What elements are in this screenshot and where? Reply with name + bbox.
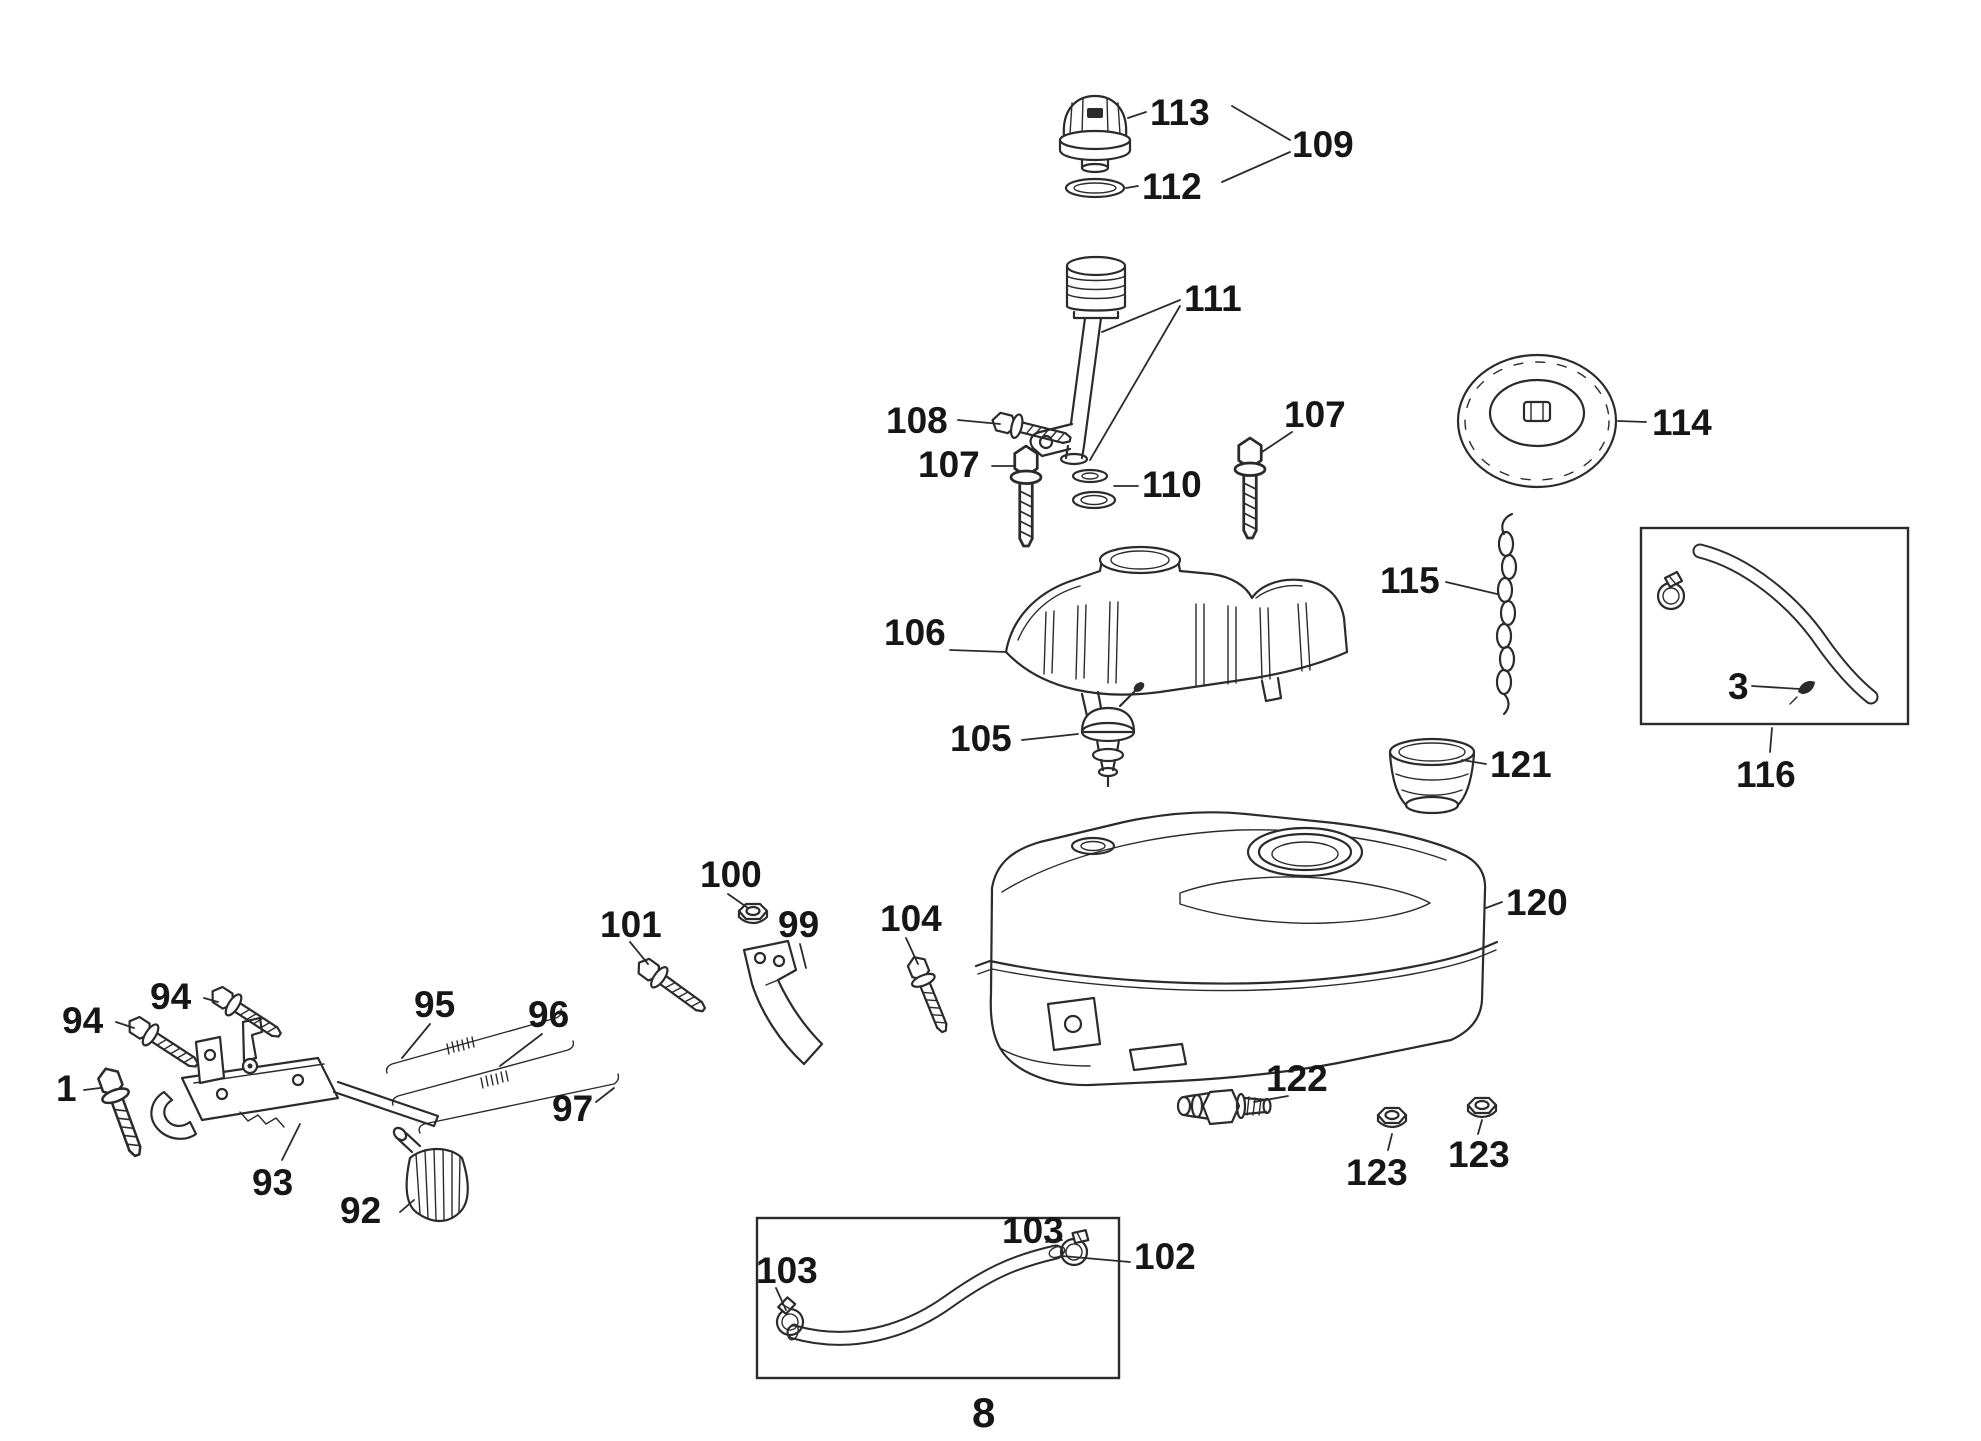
callout-100: 100 [700,854,762,895]
callout-103-left: 103 [756,1250,818,1291]
nut-123-left [1376,1106,1408,1129]
fuel-hose-inset-box [755,1216,1121,1380]
callout-94-upper: 94 [150,976,192,1017]
callout-108: 108 [886,400,948,441]
tube-gaskets [1071,468,1117,510]
bolt-1 [91,1062,152,1162]
bolt-107-right [1233,436,1267,540]
clamp-fuel-line [1656,570,1686,611]
fuel-strainer-valve [1080,682,1145,788]
gasket-strip [1495,512,1518,716]
callout-121: 121 [1490,744,1552,785]
callout-104: 104 [880,898,942,939]
fuel-line-116 [1692,543,1879,705]
fuel-tank-cap [1456,353,1618,489]
callout-99: 99 [778,904,820,945]
heat-shield [1004,545,1349,718]
fuel-strainer-cup [1388,737,1476,815]
throttle-rods-springs [385,1008,620,1134]
callout-109: 109 [1292,124,1354,165]
choke-knob [392,1126,469,1223]
o-ring [1064,177,1126,199]
callout-112: 112 [1142,166,1202,207]
callout-113: 113 [1150,92,1210,133]
page-number: 8 [972,1389,996,1436]
callout-115: 115 [1380,560,1440,601]
callout-96: 96 [528,994,570,1035]
callout-leader-lines [83,105,1801,1311]
bolt-94-lower [121,1010,205,1077]
callout-105: 105 [950,718,1012,759]
callout-97: 97 [552,1088,594,1129]
nut-100 [737,902,769,925]
callout-101: 101 [600,904,662,945]
bolt-107-left [1009,444,1043,548]
callout-123-left: 123 [1346,1152,1408,1193]
callout-116: 116 [1736,754,1796,795]
fuel-valve-122 [1176,1088,1272,1126]
callout-120: 120 [1506,882,1568,923]
callout-3: 3 [1728,666,1749,707]
callout-107-left: 107 [918,444,980,485]
callout-1: 1 [56,1068,77,1109]
nut-123-right [1466,1096,1498,1119]
callout-93: 93 [252,1162,294,1203]
control-bracket-assembly [150,1016,440,1140]
callout-102: 102 [1134,1236,1196,1277]
callout-92: 92 [340,1190,382,1231]
bolt-104 [901,951,957,1037]
callout-94-lower: 94 [62,1000,104,1041]
bolt-101 [630,951,712,1021]
callout-110: 110 [1142,464,1202,505]
support-bracket-99 [742,939,824,1066]
callout-106: 106 [884,612,946,653]
clip-3 [1789,681,1815,705]
callout-103-right: 103 [1002,1210,1064,1251]
callout-114: 114 [1652,402,1712,443]
callout-122: 122 [1266,1058,1328,1099]
fuel-line-inset-box [1639,526,1910,726]
fuel-hose-102 [786,1244,1066,1346]
callout-107-right: 107 [1284,394,1346,435]
callout-95: 95 [414,984,456,1025]
dipstick-cap [1058,94,1132,174]
callout-123-right: 123 [1448,1134,1510,1175]
fuel-tank [974,811,1499,1087]
callout-111: 111 [1184,278,1242,319]
